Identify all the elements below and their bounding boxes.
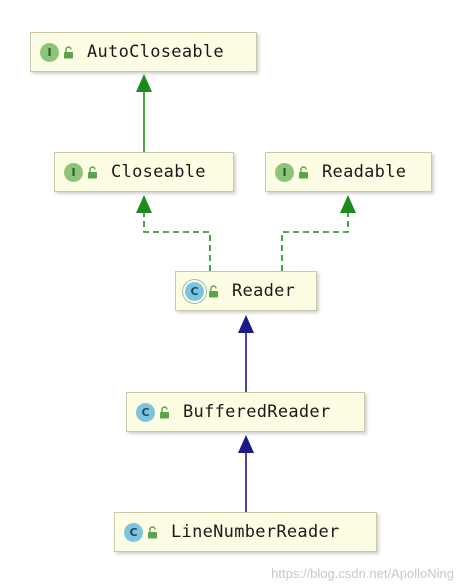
open-lock-icon — [299, 165, 308, 178]
node-autocloseable[interactable]: I AutoCloseable — [30, 32, 257, 72]
interface-icon: I — [64, 162, 83, 182]
node-label: Closeable — [111, 162, 206, 182]
edge-bufferedreader-reader — [238, 315, 254, 392]
open-lock-icon — [64, 45, 73, 58]
node-label: AutoCloseable — [87, 42, 224, 62]
watermark: https://blog.csdn.net/ApolloNing — [271, 566, 454, 581]
edge-linenumberreader-bufferedreader — [238, 435, 254, 512]
node-label: Readable — [322, 162, 407, 182]
node-reader[interactable]: C Reader — [175, 271, 317, 311]
abstract-class-icon: C — [185, 281, 204, 301]
interface-icon: I — [275, 162, 294, 182]
node-label: LineNumberReader — [171, 522, 340, 542]
open-lock-icon — [148, 525, 157, 538]
node-label: Reader — [232, 281, 296, 301]
node-label: BufferedReader — [183, 402, 331, 422]
edge-reader-closeable — [136, 195, 211, 271]
node-closeable[interactable]: I Closeable — [54, 152, 234, 192]
node-bufferedreader[interactable]: C BufferedReader — [126, 392, 365, 432]
node-linenumberreader[interactable]: C LineNumberReader — [114, 512, 377, 552]
node-readable[interactable]: I Readable — [265, 152, 432, 192]
class-icon: C — [136, 402, 155, 422]
edge-reader-readable — [281, 195, 356, 271]
edge-closeable-autocloseable — [136, 74, 152, 152]
open-lock-icon — [209, 284, 218, 297]
open-lock-icon — [88, 165, 97, 178]
interface-icon: I — [40, 42, 59, 62]
open-lock-icon — [160, 405, 169, 418]
class-icon: C — [124, 522, 143, 542]
